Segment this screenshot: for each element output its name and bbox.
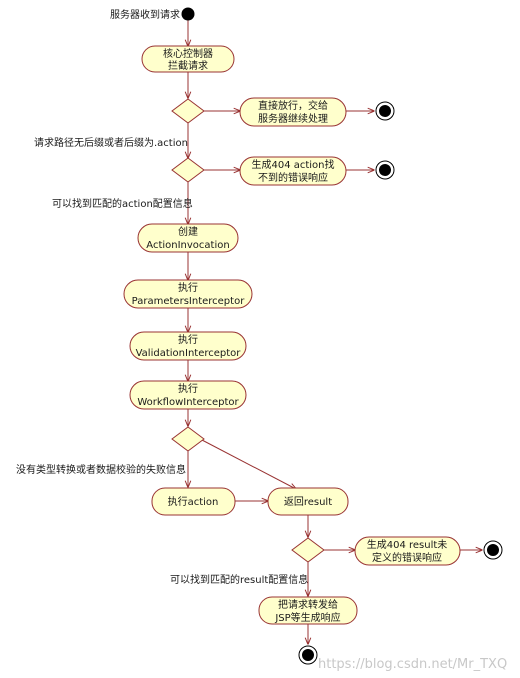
return-result-label: 返回result: [284, 496, 332, 508]
core-controller-line2: 拦截请求: [168, 59, 208, 72]
start-node: [181, 7, 195, 21]
forward-jsp-line2: JSP等生成响应: [274, 611, 340, 624]
activity-create-invocation: [137, 223, 239, 253]
validation-line1: 执行: [178, 333, 198, 346]
exec-action-label: 执行action: [168, 495, 219, 508]
decision-interceptor-result: [171, 426, 205, 452]
decision-result-config-check: [291, 537, 325, 563]
decision-suffix-check: [171, 98, 205, 124]
create-invocation-line2: ActionInvocation: [146, 240, 229, 251]
edges: [188, 20, 482, 644]
gen404-action-line2: 不到的错误响应: [258, 171, 328, 184]
create-invocation-line1: 创建: [178, 225, 198, 238]
edge-label-found-action: 可以找到匹配的action配置信息: [52, 197, 193, 210]
pass-through-line2: 服务器继续处理: [258, 112, 328, 125]
gen404-action-line1: 生成404 action找: [251, 158, 334, 171]
end-node-action-404: [375, 160, 395, 180]
activity-workflow-interceptor: [129, 380, 247, 410]
activity-pass-through: [239, 97, 347, 127]
end-node-passthrough: [375, 101, 395, 121]
pass-through-line1: 直接放行，交给: [258, 99, 328, 112]
end-node-result-404: [483, 540, 503, 560]
edge-decision3-to-returnresult: [201, 439, 296, 489]
validation-line2: ValidationInterceptor: [136, 348, 242, 359]
workflow-line1: 执行: [178, 382, 198, 395]
activity-gen404-result: [354, 536, 461, 566]
edge-label-no-suffix: 请求路径无后缀或者后缀为.action: [34, 136, 188, 149]
forward-jsp-line1: 把请求转发给: [278, 598, 338, 611]
activity-return-result: [267, 487, 349, 516]
params-line1: 执行: [178, 281, 198, 294]
workflow-line2: WorkflowInterceptor: [137, 397, 239, 408]
activity-forward-jsp: [258, 596, 358, 625]
end-node-final: [298, 645, 318, 665]
params-line2: ParametersInterceptor: [132, 296, 246, 307]
activity-exec-action: [151, 487, 236, 516]
activity-gen404-action: [239, 156, 347, 186]
activity-validation-interceptor: [129, 331, 247, 361]
gen404-result-line1: 生成404 result未: [367, 538, 448, 551]
activity-core-controller: [141, 45, 235, 73]
edge-label-no-conversion-error: 没有类型转换或者数据校验的失败信息: [16, 463, 186, 476]
core-controller-line1: 核心控制器: [163, 47, 213, 60]
decision-action-config-check: [171, 157, 205, 183]
start-label: 服务器收到请求: [110, 8, 180, 21]
watermark: https://blog.csdn.net/Mr_TXQ: [318, 657, 507, 672]
edge-label-found-result: 可以找到匹配的result配置信息: [170, 573, 308, 586]
activity-parameters-interceptor: [123, 279, 253, 309]
gen404-result-line2: 定义的错误响应: [372, 551, 442, 564]
